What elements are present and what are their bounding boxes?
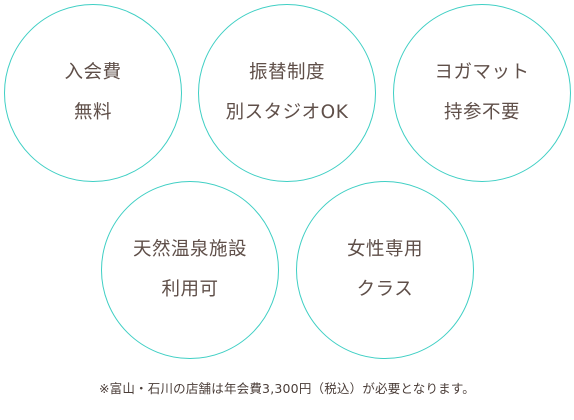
feature-badge-transfer-system: 振替制度 別スタジオOK [198,4,376,182]
feature-badge-title: 女性専用 [346,239,423,260]
feature-badge-women-only: 女性専用 クラス [296,181,474,359]
feature-badge-hot-spring: 天然温泉施設 利用可 [101,181,279,359]
feature-badge-admission-fee: 入会費 無料 [4,4,182,182]
feature-badge-subtitle: クラス [356,279,414,300]
feature-badge-subtitle: 別スタジオOK [225,102,349,123]
feature-badge-title: 入会費 [64,62,122,83]
feature-badge-title: 天然温泉施設 [132,239,247,260]
feature-badge-title: ヨガマット [434,62,530,83]
feature-badge-subtitle: 持参不要 [443,102,520,123]
feature-badge-subtitle: 利用可 [161,279,219,300]
footnote: ※富山・石川の店舗は年会費3,300円（税込）が必要となります。 [98,381,476,396]
feature-badge-subtitle: 無料 [73,102,112,123]
feature-badge-title: 振替制度 [248,62,325,83]
feature-badge-yoga-mat: ヨガマット 持参不要 [393,4,571,182]
